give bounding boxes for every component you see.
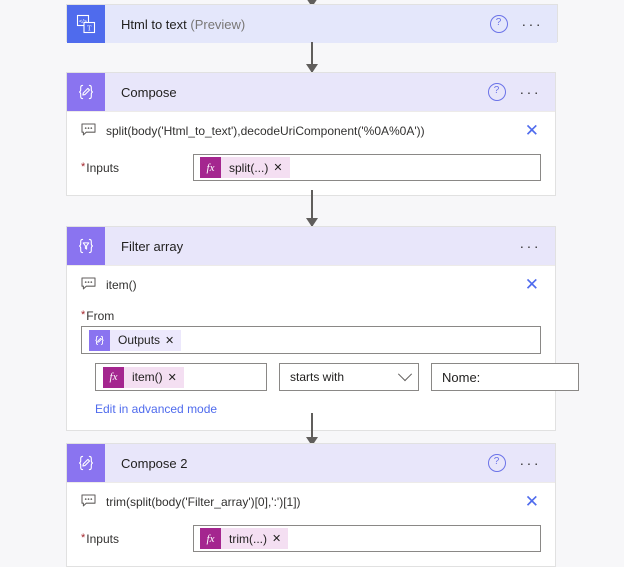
- help-icon[interactable]: ?: [489, 15, 508, 33]
- arrow-head-icon: [306, 64, 318, 73]
- fx-icon: fx: [200, 157, 221, 178]
- token-remove-icon[interactable]: ✕: [272, 533, 282, 545]
- inputs-field-row: *Inputs fx split(...) ✕: [81, 154, 541, 181]
- inputs-label: *Inputs: [81, 161, 193, 175]
- comment-text: split(body('Html_to_text'),decodeUriComp…: [106, 124, 425, 138]
- chevron-down-icon[interactable]: [397, 367, 413, 382]
- required-marker: *: [81, 309, 86, 321]
- card-header[interactable]: Compose ? ···: [67, 73, 555, 111]
- html-to-text-icon: </> T: [67, 5, 105, 43]
- condition-left-input[interactable]: fx item() ✕: [95, 363, 267, 391]
- arrow-head-icon: [306, 0, 318, 7]
- from-label-text: From: [86, 309, 115, 323]
- card-header[interactable]: Compose 2 ? ···: [67, 444, 555, 482]
- step-card-compose-2[interactable]: Compose 2 ? ··· trim(split(body('Filter_…: [66, 443, 556, 567]
- comment-close-icon[interactable]: ✕: [524, 275, 539, 294]
- comment-icon: [81, 494, 96, 510]
- arrow-head-icon: [306, 218, 318, 227]
- required-marker: *: [81, 160, 86, 173]
- step-card-filter-array[interactable]: Filter array ··· item() ✕ *From: [66, 226, 579, 431]
- comment-text: item(): [106, 278, 137, 292]
- card-body: item() ✕ *From Outputs ✕: [67, 265, 579, 430]
- card-title: Filter array: [121, 239, 183, 254]
- connector-arrow-top: [306, 0, 318, 7]
- condition-value-input[interactable]: Nome:: [431, 363, 579, 391]
- card-title-text: Compose: [121, 84, 177, 100]
- expression-token-split[interactable]: fx split(...) ✕: [200, 157, 290, 178]
- card-header[interactable]: </> T Html to text (Preview) ? ···: [67, 5, 557, 43]
- card-title-text: Filter array: [121, 238, 184, 254]
- token-remove-icon[interactable]: ✕: [273, 162, 283, 174]
- card-title-preview-tag: (Preview): [186, 16, 246, 32]
- inputs-label: *Inputs: [81, 532, 193, 546]
- step-card-compose[interactable]: Compose ? ··· split(body('Html_to_text')…: [66, 72, 556, 196]
- expression-token-item[interactable]: fx item() ✕: [103, 366, 184, 388]
- card-body: trim(split(body('Filter_array')[0],':')[…: [67, 482, 555, 566]
- token-label: split(...): [229, 160, 269, 175]
- card-header[interactable]: Filter array ···: [67, 227, 555, 265]
- inputs-field-row: *Inputs fx trim(...) ✕: [81, 525, 541, 552]
- condition-operator-select[interactable]: starts with: [279, 363, 419, 391]
- arrow-head-icon: [306, 437, 318, 446]
- comment-row: split(body('Html_to_text'),decodeUriComp…: [81, 112, 541, 143]
- token-remove-icon[interactable]: ✕: [167, 371, 177, 384]
- card-title: Html to text (Preview): [121, 17, 245, 32]
- comment-row: item() ✕: [81, 266, 541, 297]
- inputs-label-text: Inputs: [86, 531, 119, 546]
- token-label: item(): [132, 370, 163, 384]
- card-menu-button[interactable]: ···: [519, 455, 541, 471]
- card-menu-button[interactable]: ···: [519, 84, 541, 100]
- from-input[interactable]: Outputs ✕: [81, 326, 541, 354]
- compose-icon: [67, 444, 105, 482]
- card-title: Compose 2: [121, 456, 187, 471]
- compose-icon: [67, 73, 105, 111]
- comment-icon: [81, 277, 96, 293]
- comment-close-icon[interactable]: ✕: [524, 121, 539, 140]
- card-body: split(body('Html_to_text'),decodeUriComp…: [67, 111, 555, 195]
- inputs-input[interactable]: fx trim(...) ✕: [193, 525, 541, 552]
- help-icon[interactable]: ?: [487, 83, 506, 101]
- filter-array-icon: [67, 227, 105, 265]
- from-label: *From: [81, 309, 541, 323]
- token-label: Outputs: [118, 333, 161, 347]
- card-title-text: Html to text: [121, 16, 187, 32]
- token-label: trim(...): [229, 531, 267, 546]
- comment-text: trim(split(body('Filter_array')[0],':')[…: [106, 495, 301, 509]
- step-card-html-to-text[interactable]: </> T Html to text (Preview) ? ···: [66, 4, 558, 43]
- compose-output-icon: [89, 329, 110, 351]
- connector-arrow-2: [306, 190, 318, 227]
- required-marker: *: [81, 531, 86, 544]
- card-menu-button[interactable]: ···: [519, 238, 541, 254]
- condition-operator-value: starts with: [290, 370, 345, 384]
- connector-arrow-3: [306, 413, 318, 446]
- inputs-input[interactable]: fx split(...) ✕: [193, 154, 541, 181]
- help-icon[interactable]: ?: [487, 454, 506, 472]
- fx-icon: fx: [200, 528, 221, 549]
- card-menu-button[interactable]: ···: [521, 16, 543, 32]
- dynamic-token-outputs[interactable]: Outputs ✕: [89, 329, 182, 351]
- fx-icon: fx: [103, 366, 124, 388]
- comment-row: trim(split(body('Filter_array')[0],':')[…: [81, 483, 541, 514]
- card-title-text: Compose 2: [121, 455, 188, 471]
- comment-icon: [81, 123, 96, 139]
- svg-text:</>: </>: [79, 19, 87, 25]
- svg-text:T: T: [87, 23, 92, 32]
- expression-token-trim[interactable]: fx trim(...) ✕: [200, 528, 289, 549]
- comment-close-icon[interactable]: ✕: [524, 492, 539, 511]
- token-remove-icon[interactable]: ✕: [165, 334, 175, 347]
- inputs-label-text: Inputs: [86, 160, 119, 175]
- condition-row: fx item() ✕ starts with Nome:: [81, 363, 579, 391]
- card-title: Compose: [121, 85, 177, 100]
- edit-advanced-mode-link[interactable]: Edit in advanced mode: [95, 402, 218, 416]
- connector-arrow-1: [306, 42, 318, 73]
